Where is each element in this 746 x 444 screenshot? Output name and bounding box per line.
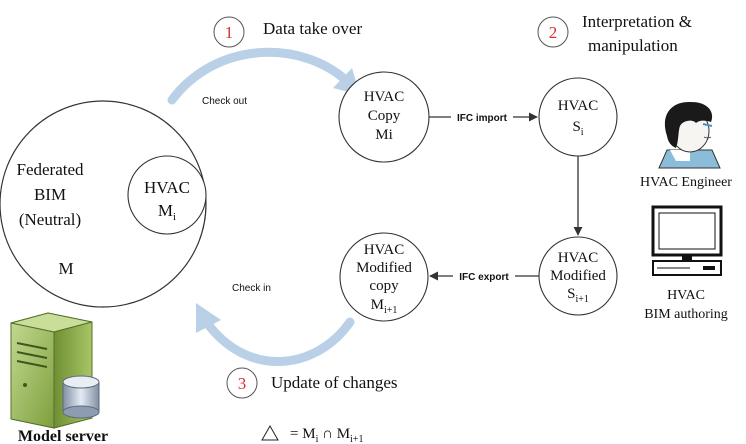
engineer-label: HVAC Engineer [640, 175, 732, 190]
hvac-mi-circle [127, 155, 207, 235]
ifc-import-label: IFC import [457, 113, 508, 124]
hvac-si-line1: HVAC [558, 98, 599, 114]
step-number: 1 [225, 23, 234, 42]
step-number-circle [226, 367, 258, 399]
authoring-label-line2: BIM authoring [644, 307, 728, 322]
step-number-circle [213, 16, 245, 48]
ifc-import-arrow: IFC import [429, 109, 538, 124]
step-label: Data take over [263, 19, 362, 38]
hvac-si-label: Si [572, 119, 583, 138]
hvac-copy-node: HVAC Copy Mi [338, 71, 430, 163]
server-label: Model server [18, 428, 108, 444]
step-label-line2: manipulation [588, 36, 678, 55]
formula: = Mi ∩ Mi+1 [261, 424, 363, 444]
hvac-modified-copy-line2: Modified [356, 260, 412, 276]
step-2: 2 Interpretation & manipulation [537, 12, 692, 55]
engineer-person-icon [658, 101, 721, 169]
hvac-copy-line2: Copy [368, 108, 401, 124]
hvac-modified-si-node: HVAC Modified Si+1 [538, 236, 618, 316]
hvac-modified-copy-circle [339, 232, 429, 322]
check-out-arrow [167, 47, 360, 105]
formula-text: = Mi ∩ Mi+1 [290, 426, 363, 444]
hvac-modified-copy-node: HVAC Modified copy Mi+1 [339, 232, 429, 322]
check-in-arrow [196, 303, 355, 366]
hvac-modified-copy-label: Mi+1 [371, 297, 398, 316]
check-in-label: Check in [232, 283, 271, 294]
ifc-export-arrow: IFC export [429, 268, 539, 283]
ifc-export-label: IFC export [459, 272, 509, 283]
hvac-modified-si-line2: Modified [550, 268, 606, 284]
hvac-modified-si-label: Si+1 [567, 286, 589, 305]
federated-line3: (Neutral) [19, 210, 81, 229]
hvac-modified-copy-line1: HVAC [364, 242, 405, 258]
triangle-icon [261, 424, 279, 441]
hvac-modified-si-line1: HVAC [558, 250, 599, 266]
step-number: 3 [238, 374, 247, 393]
step-label-line1: Interpretation & [582, 12, 692, 31]
hvac-copy-line3: Mi [375, 127, 393, 143]
federated-bim-circle [0, 100, 207, 308]
hvac-si-circle [538, 77, 618, 157]
hvac-mi-title: HVAC [144, 178, 190, 197]
check-out-label: Check out [202, 96, 247, 107]
hvac-mi-label: Mi [158, 201, 176, 223]
model-letter: M [58, 259, 73, 278]
step-label: Update of changes [271, 373, 398, 392]
server-icon [10, 312, 93, 429]
hvac-si-node: HVAC Si [538, 77, 618, 157]
authoring-label-line1: HVAC [667, 288, 705, 303]
step-number: 2 [549, 23, 558, 42]
step-number-circle [537, 16, 569, 48]
hvac-copy-line1: HVAC [364, 89, 405, 105]
step-3: 3 Update of changes [226, 367, 398, 399]
federated-bim-node: Federated BIM (Neutral) M HVAC Mi [0, 100, 207, 308]
computer-icon [651, 205, 723, 276]
federated-line2: BIM [34, 185, 66, 204]
database-icon [62, 375, 100, 419]
step-1: 1 Data take over [213, 16, 362, 48]
hvac-modified-copy-line3: copy [369, 278, 399, 294]
federated-line1: Federated [16, 160, 84, 179]
